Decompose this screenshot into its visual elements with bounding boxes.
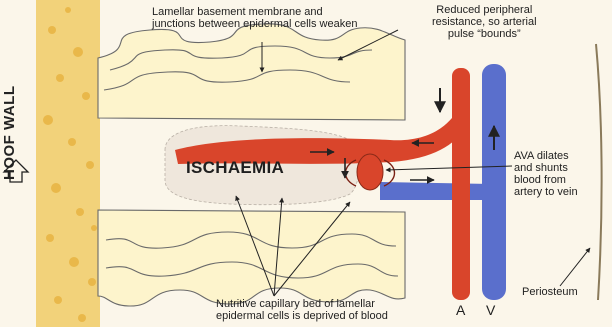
vein-branch xyxy=(380,182,492,200)
vein-vessel xyxy=(482,64,506,300)
ava-label-line: artery to vein xyxy=(514,186,578,198)
resistance-label-line: pulse “bounds” xyxy=(432,28,537,40)
ava-label: AVA dilates and shunts blood from artery… xyxy=(514,150,578,198)
membrane-label: Lamellar basement membrane and junctions… xyxy=(152,6,357,30)
upper-lamellae xyxy=(98,24,405,120)
lower-lamellae xyxy=(98,210,405,306)
nutritive-label: Nutritive capillary bed of lamellar epid… xyxy=(216,298,388,322)
nutritive-label-line: Nutritive capillary bed of lamellar xyxy=(216,298,388,310)
periosteum-label: Periosteum xyxy=(522,286,578,298)
artery-letter-label: A xyxy=(456,304,465,316)
resistance-label-line: Reduced peripheral xyxy=(432,4,537,16)
membrane-label-line: Lamellar basement membrane and xyxy=(152,6,357,18)
periosteum-line xyxy=(596,44,602,300)
artery-vessel xyxy=(452,68,470,300)
nutritive-label-line: epidermal cells is deprived of blood xyxy=(216,310,388,322)
ava-shunt xyxy=(357,154,383,190)
membrane-label-line: junctions between epidermal cells weaken xyxy=(152,18,357,30)
ava-label-line: blood from xyxy=(514,174,578,186)
ava-label-line: AVA dilates xyxy=(514,150,578,162)
vein-letter-label: V xyxy=(486,304,495,316)
resistance-label: Reduced peripheral resistance, so arteri… xyxy=(432,4,537,40)
hoof-wall-label: HOOF WALL xyxy=(4,86,16,181)
resistance-label-line: resistance, so arterial xyxy=(432,16,537,28)
ischaemia-label: ISCHAEMIA xyxy=(186,162,284,174)
periosteum-leader-line xyxy=(560,248,590,286)
ava-label-line: and shunts xyxy=(514,162,578,174)
